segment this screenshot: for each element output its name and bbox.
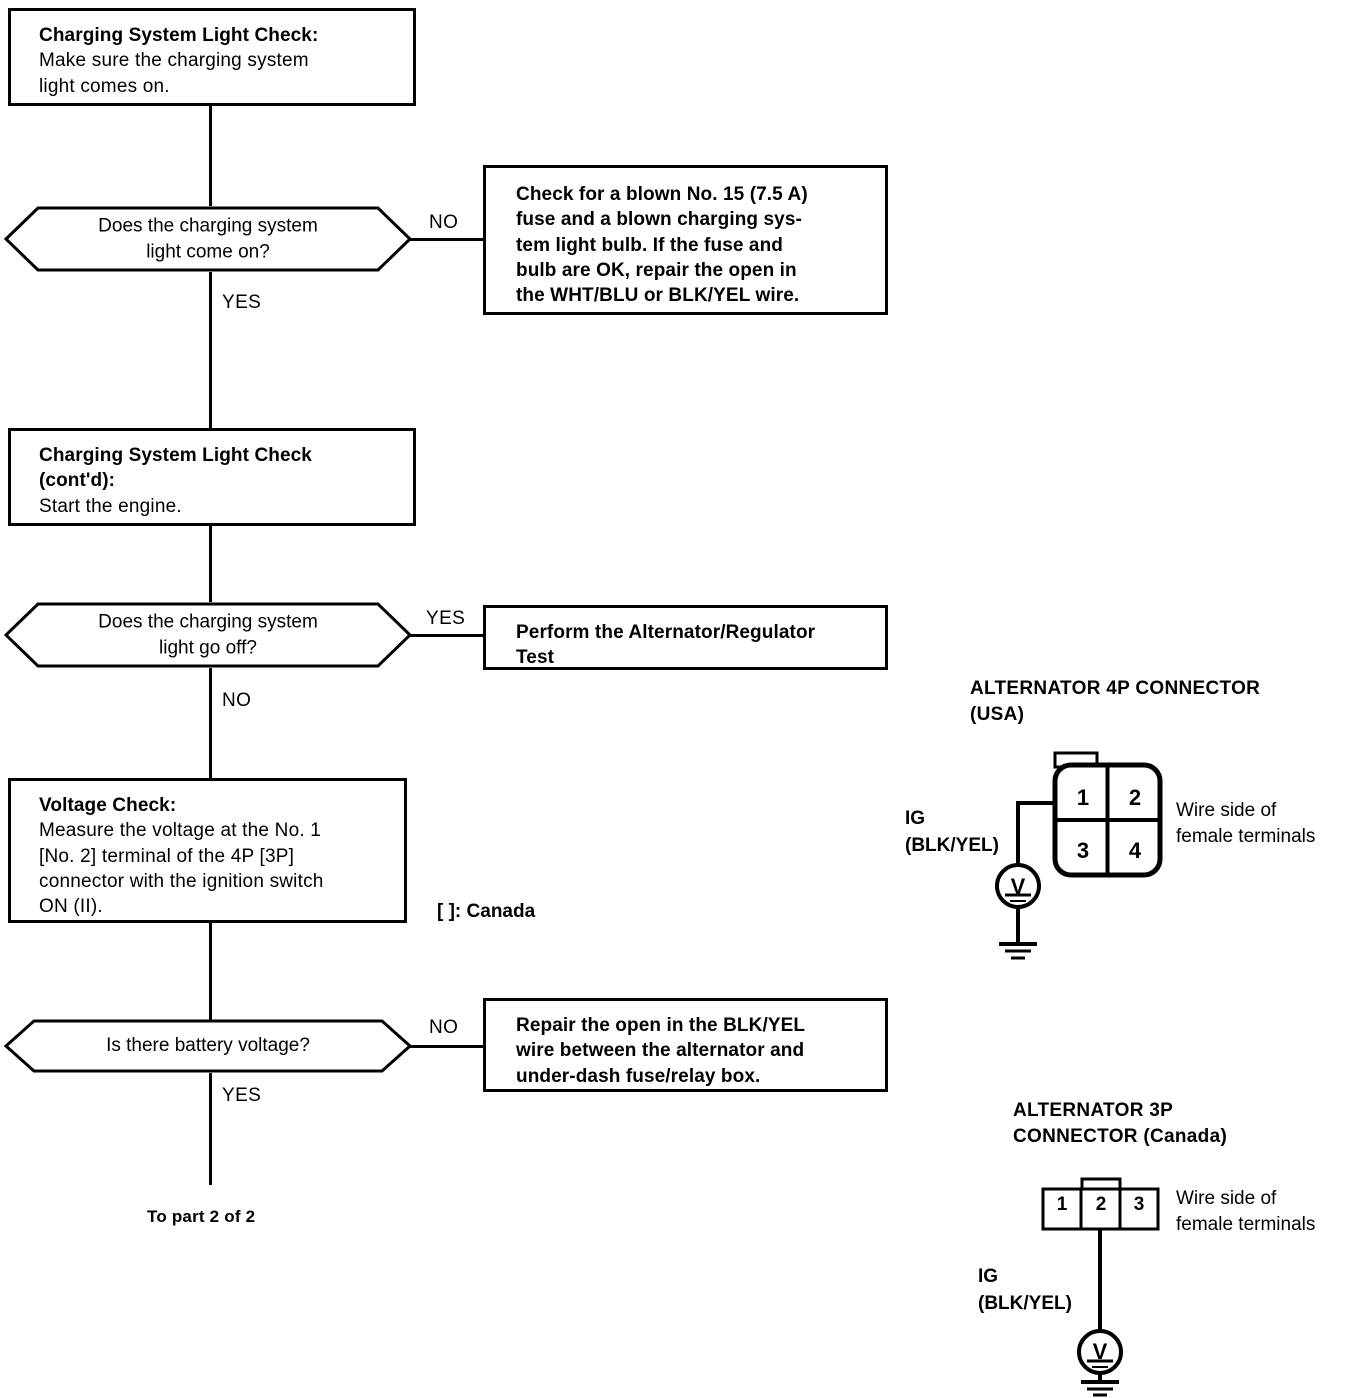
decision1-line1: Does the charging system: [98, 215, 318, 237]
step3-line1: Measure the voltage at the No. 1: [39, 820, 322, 842]
decision2-no-label: NO: [222, 690, 252, 711]
decision2-yes-label: YES: [426, 608, 466, 629]
connector-step1-to-decision1: [209, 106, 212, 206]
connector-4p-note-line2: female terminals: [1176, 825, 1316, 847]
no-action1-line3: tem light bulb. If the fuse and: [516, 234, 783, 256]
voltmeter-4p-symbol: V: [1010, 874, 1026, 899]
connector-4p-heading-line1: ALTERNATOR 4P CONNECTOR: [970, 678, 1261, 699]
action-repair-blk-yel-wire: Repair the open in the BLK/YEL wire betw…: [483, 998, 888, 1092]
step2-title1: Charging System Light Check: [39, 445, 312, 466]
connector-4p-ig-line1: IG: [905, 808, 926, 829]
connector-4p-pin-1: 1: [1076, 785, 1090, 810]
connector-3p-wire-side-note: Wire side of female terminals: [1176, 1186, 1315, 1237]
no-action1-line5: the WHT/BLU or BLK/YEL wire.: [516, 285, 800, 307]
connector-3p-heading: ALTERNATOR 3P CONNECTOR (Canada): [1013, 1098, 1227, 1149]
connector-3p-ig-label: IG (BLK/YEL): [978, 1264, 1072, 1317]
connector-decision1-to-step2: [209, 272, 212, 430]
no-action3-line3: under-dash fuse/relay box.: [516, 1065, 761, 1087]
connector-3p-pin-3: 3: [1133, 1194, 1145, 1215]
connector-4p-wire-side-note: Wire side of female terminals: [1176, 798, 1315, 849]
connector-3p-heading-line2: CONNECTOR (Canada): [1013, 1125, 1228, 1147]
decision2-line2: light go off?: [159, 637, 257, 658]
step-charging-system-light-check: Charging System Light Check: Make sure t…: [8, 8, 416, 106]
footer-to-part-2: To part 2 of 2: [147, 1207, 256, 1226]
step1-title: Charging System Light Check:: [39, 25, 319, 46]
connector-decision2-yes: [409, 634, 485, 637]
step2-line1: Start the engine.: [39, 495, 182, 517]
connector-4p-ig-line2: (BLK/YEL): [905, 834, 999, 856]
decision1-no-label: NO: [429, 212, 459, 233]
connector-3p-pin-2: 2: [1095, 1194, 1107, 1215]
yes-action2-line2: Test: [516, 647, 555, 669]
decision3-no-label: NO: [429, 1017, 459, 1038]
decision1-text: Does the charging system light come on?: [4, 213, 412, 264]
connector-decision3-to-footer: [209, 1073, 212, 1185]
decision1-line2: light come on?: [146, 241, 270, 262]
decision3-text: Is there battery voltage?: [106, 1035, 310, 1057]
step3-line2: [No. 2] terminal of the 4P [3P]: [39, 845, 295, 867]
step3-line4: ON (II).: [39, 896, 103, 918]
yes-action2-line1: Perform the Alternator/Regulator: [516, 622, 816, 643]
step3-title: Voltage Check:: [39, 795, 177, 816]
decision2-text: Does the charging system light go off?: [4, 609, 412, 660]
connector-4p-diagram: [990, 748, 1190, 980]
decision2-line1: Does the charging system: [98, 611, 318, 633]
no-action1-line4: bulb are OK, repair the open in: [516, 259, 797, 281]
connector-step2-to-decision2: [209, 526, 212, 602]
connector-decision3-no: [409, 1045, 485, 1048]
decision-light-come-on: Does the charging system light come on?: [4, 205, 412, 273]
step1-line1: Make sure the charging system: [39, 50, 309, 72]
connector-3p-pin-1: 1: [1056, 1194, 1068, 1215]
connector-decision1-no: [409, 238, 485, 241]
connector-decision2-to-step3: [209, 668, 212, 780]
decision-light-go-off: Does the charging system light go off?: [4, 601, 412, 669]
connector-3p-heading-line1: ALTERNATOR 3P: [1013, 1100, 1174, 1121]
step-voltage-check: Voltage Check: Measure the voltage at th…: [8, 778, 407, 923]
connector-4p-heading-line2: (USA): [970, 703, 1025, 725]
connector-3p-note-line2: female terminals: [1176, 1213, 1316, 1235]
no-action3-line1: Repair the open in the BLK/YEL: [516, 1015, 806, 1036]
no-action1-line1: Check for a blown No. 15 (7.5 A): [516, 184, 808, 205]
decision3-yes-label: YES: [222, 1085, 262, 1106]
step3-line3: connector with the ignition switch: [39, 870, 324, 892]
connector-3p-diagram: [1035, 1176, 1235, 1398]
canada-legend: [ ]: Canada: [437, 901, 536, 922]
decision1-yes-label: YES: [222, 292, 262, 313]
connector-4p-pin-3: 3: [1076, 838, 1090, 863]
no-action3-line2: wire between the alternator and: [516, 1040, 805, 1062]
connector-4p-pin-2: 2: [1128, 785, 1142, 810]
step-charging-system-light-check-contd: Charging System Light Check (cont'd): St…: [8, 428, 416, 526]
connector-3p-ig-line1: IG: [978, 1266, 999, 1287]
connector-4p-note-line1: Wire side of: [1176, 800, 1277, 821]
connector-4p-ig-label: IG (BLK/YEL): [905, 806, 999, 859]
voltmeter-3p-symbol: V: [1092, 1339, 1108, 1364]
connector-4p-pin-4: 4: [1128, 838, 1142, 863]
connector-4p-heading: ALTERNATOR 4P CONNECTOR (USA): [970, 676, 1260, 727]
connector-step3-to-decision3: [209, 923, 212, 1021]
action-perform-alternator-regulator-test: Perform the Alternator/Regulator Test: [483, 605, 888, 670]
connector-3p-ig-line2: (BLK/YEL): [978, 1292, 1072, 1314]
no-action1-line2: fuse and a blown charging sys-: [516, 209, 802, 231]
decision-battery-voltage: Is there battery voltage?: [4, 1018, 412, 1074]
action-check-fuse-and-bulb: Check for a blown No. 15 (7.5 A) fuse an…: [483, 165, 888, 315]
step1-line2: light comes on.: [39, 75, 170, 97]
connector-3p-note-line1: Wire side of: [1176, 1188, 1277, 1209]
step2-title2: (cont'd):: [39, 470, 116, 492]
